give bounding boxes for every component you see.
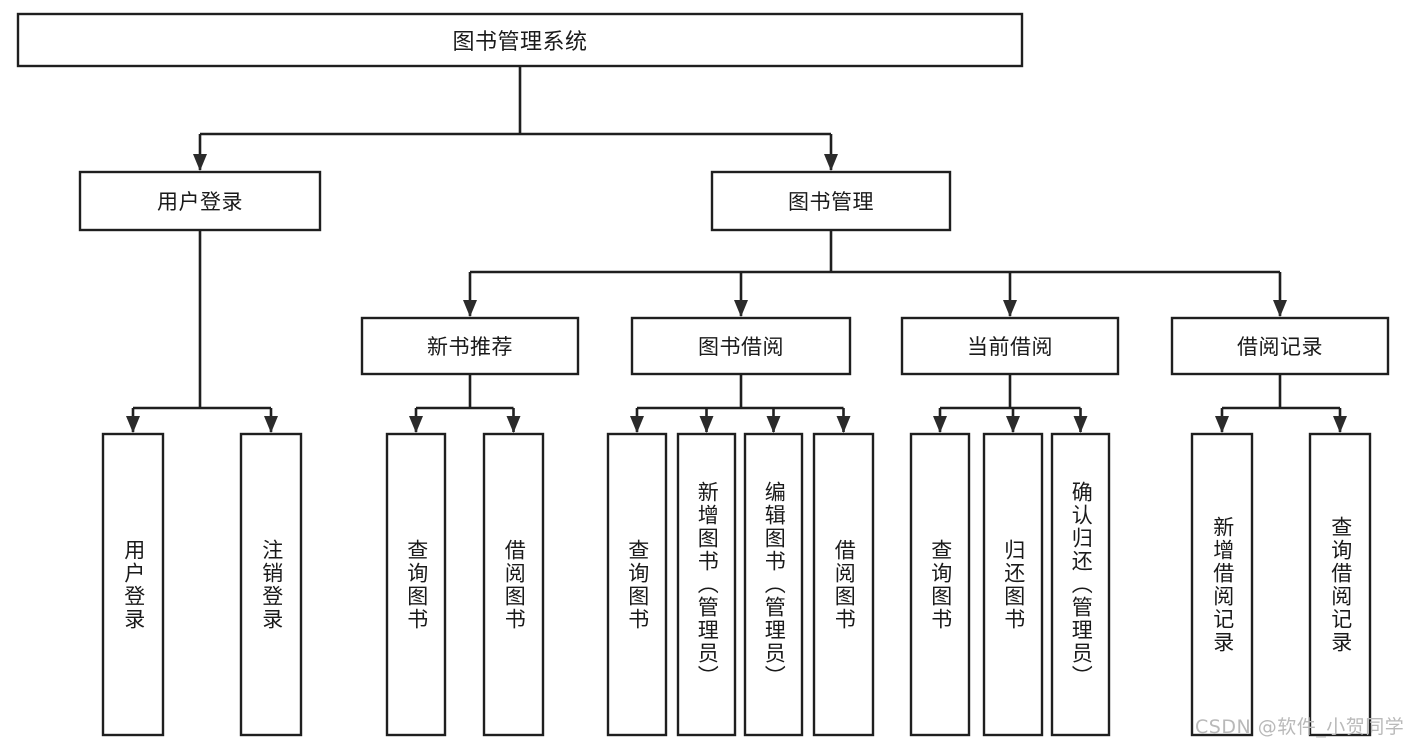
arrowhead-level2-1 (824, 154, 838, 171)
arrowhead-leaf-1-0 (409, 416, 423, 433)
arrowhead-leaf-2-0 (630, 416, 644, 433)
connector-lines (126, 66, 1347, 433)
arrowhead-leaf-3-1 (1006, 416, 1020, 433)
leaf-box-9 (982, 432, 1044, 737)
arrowhead-leaf-0-1 (264, 416, 278, 433)
arrowhead-level3-3 (1273, 300, 1287, 317)
leaf-box-0 (101, 432, 165, 737)
arrowhead-leaf-3-0 (933, 416, 947, 433)
arrowhead-level2-0 (193, 154, 207, 171)
arrowhead-leaf-4-1 (1333, 416, 1347, 433)
leaf-box-11 (1190, 432, 1254, 737)
leaf-box-7 (812, 432, 875, 737)
leaf-box-5 (676, 432, 737, 737)
arrowhead-level3-2 (1003, 300, 1017, 317)
arrowhead-leaf-2-1 (699, 416, 714, 433)
node-box-level2-0 (78, 170, 322, 232)
arrowhead-leaf-0-0 (126, 416, 140, 433)
arrowhead-level3-0 (463, 300, 477, 317)
leaf-box-1 (239, 432, 303, 737)
node-box-level3-0 (360, 316, 580, 376)
node-box-level2-1 (710, 170, 952, 232)
leaf-box-10 (1050, 432, 1111, 737)
arrowhead-level3-1 (734, 300, 748, 317)
node-box-level3-3 (1170, 316, 1390, 376)
arrowhead-leaf-2-3 (836, 416, 851, 433)
leaf-box-2 (385, 432, 447, 737)
arrowhead-leaf-4-0 (1215, 416, 1229, 433)
node-boxes (16, 12, 1390, 737)
leaf-box-6 (743, 432, 804, 737)
arrowhead-leaf-2-2 (766, 416, 781, 433)
node-box-level3-2 (900, 316, 1120, 376)
leaf-box-4 (606, 432, 668, 737)
arrowhead-leaf-1-1 (506, 416, 521, 433)
node-box-root (16, 12, 1024, 68)
node-box-level3-1 (630, 316, 852, 376)
leaf-box-12 (1308, 432, 1372, 737)
leaf-box-8 (909, 432, 971, 737)
leaf-box-3 (482, 432, 545, 737)
arrowhead-leaf-3-2 (1073, 416, 1088, 433)
